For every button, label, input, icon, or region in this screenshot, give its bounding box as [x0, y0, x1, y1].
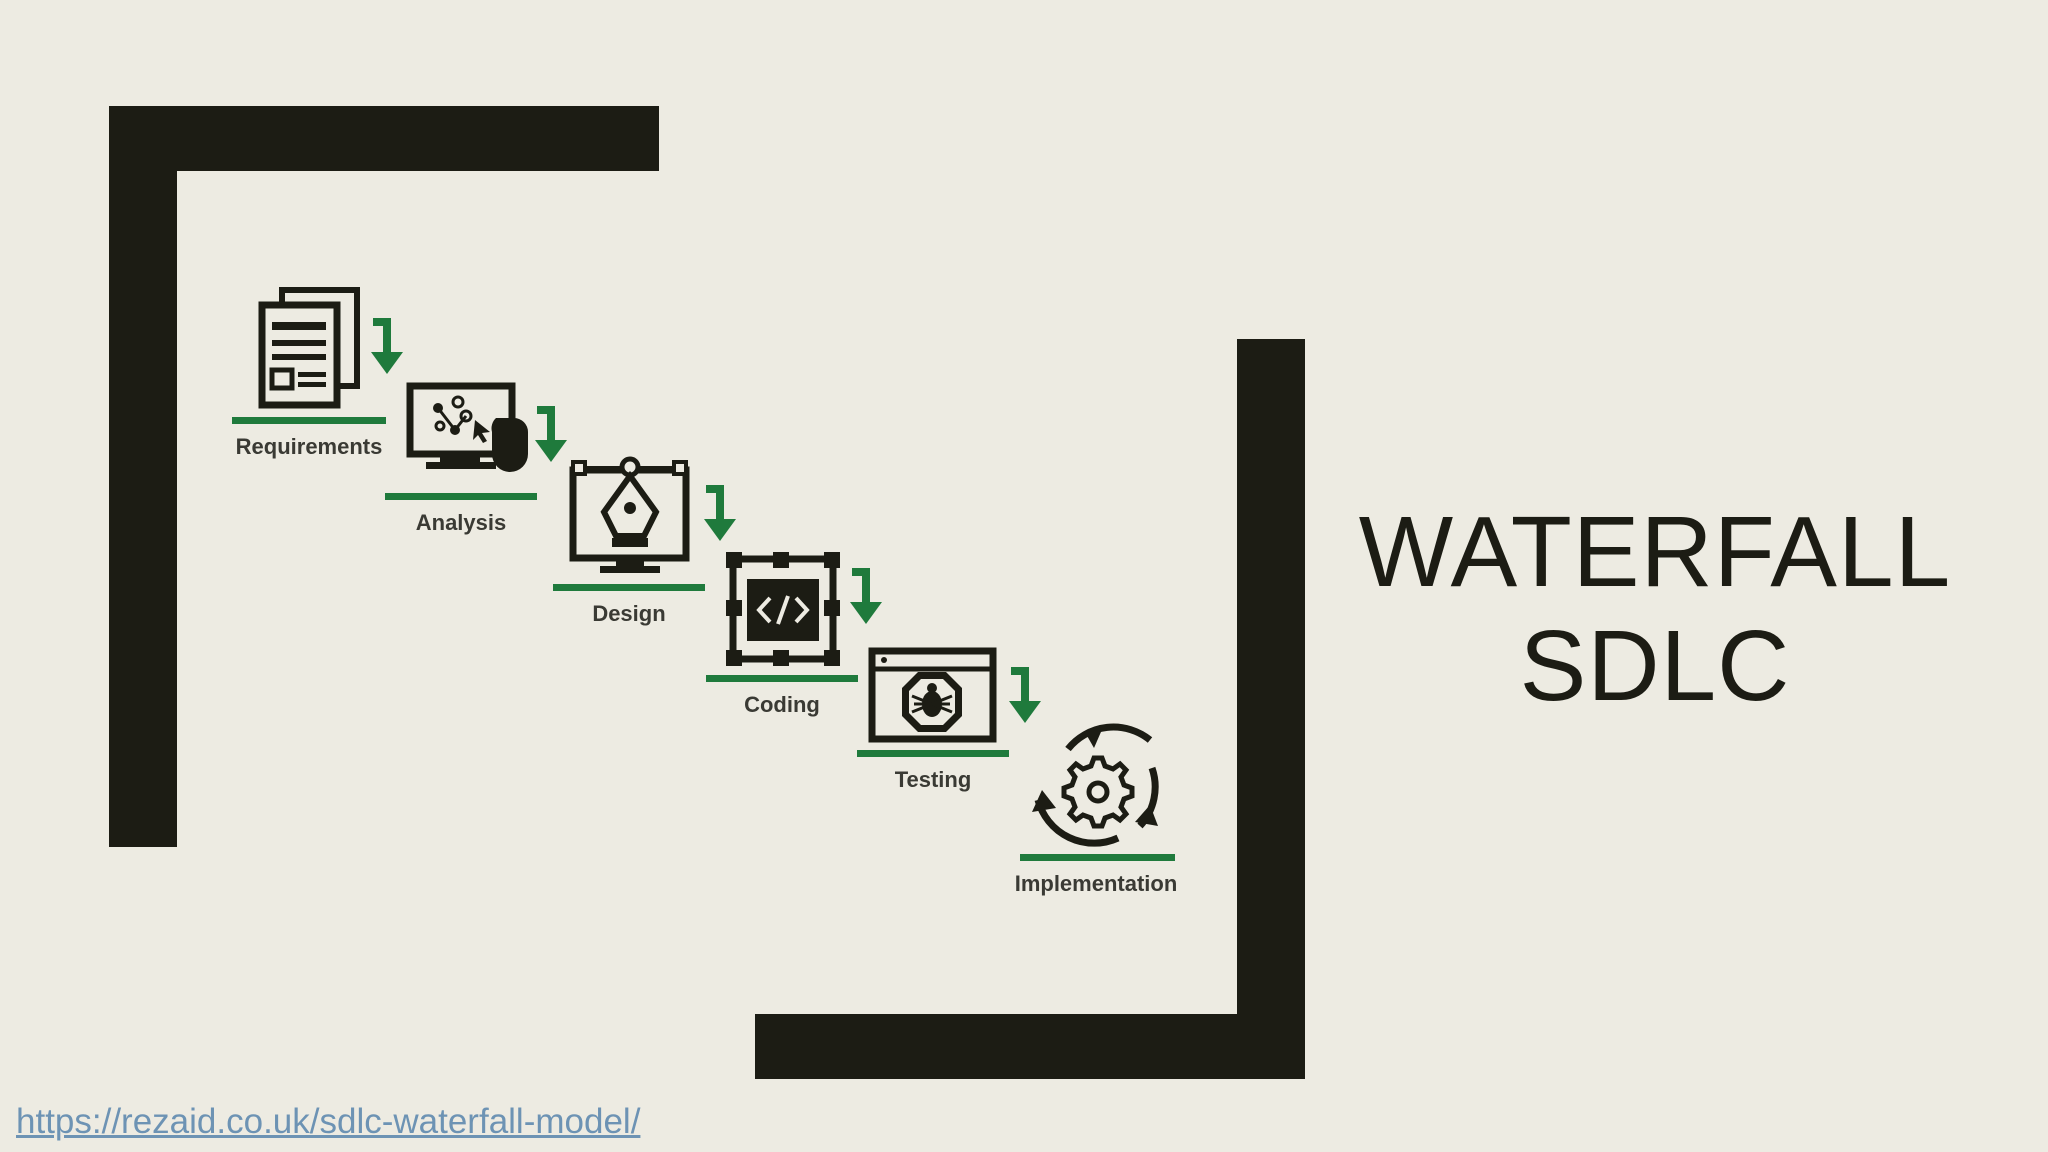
step-label: Design — [592, 601, 665, 626]
gear-cycle-icon — [1032, 723, 1159, 847]
frame-bottom-right-vertical — [1237, 339, 1305, 1079]
step-underline — [385, 493, 537, 500]
flow-arrow-3 — [704, 489, 736, 541]
monitor-analysis-icon — [406, 382, 528, 472]
step-testing: Testing — [857, 647, 1009, 792]
code-icon — [726, 552, 840, 666]
step-underline — [232, 417, 386, 424]
document-icon — [258, 287, 360, 409]
step-label: Implementation — [1015, 871, 1178, 896]
step-label: Coding — [744, 692, 820, 717]
frame-top-left-vertical — [109, 106, 177, 847]
step-label: Requirements — [236, 434, 383, 459]
frame-top-left-horizontal — [109, 106, 659, 171]
step-underline — [857, 750, 1009, 757]
flow-arrow-4 — [850, 572, 882, 624]
flow-arrow-2 — [535, 410, 567, 462]
title-line-waterfall: WATERFALL — [1358, 496, 1952, 608]
step-underline — [553, 584, 705, 591]
step-label: Analysis — [416, 510, 507, 535]
flow-arrow-1 — [371, 322, 403, 374]
step-label: Testing — [895, 767, 972, 792]
frame-bottom-right-horizontal — [755, 1014, 1305, 1079]
step-coding: Coding — [706, 552, 858, 717]
step-requirements: Requirements — [232, 287, 386, 459]
slide-title: WATERFALL SDLC — [1340, 495, 1970, 723]
step-design: Design — [553, 456, 705, 626]
title-line-sdlc: SDLC — [1519, 610, 1791, 722]
source-link[interactable]: https://rezaid.co.uk/sdlc-waterfall-mode… — [16, 1102, 641, 1141]
design-pen-icon — [569, 456, 690, 573]
step-underline — [706, 675, 858, 682]
flow-arrow-5 — [1009, 671, 1041, 723]
bug-icon — [868, 647, 997, 743]
step-analysis: Analysis — [385, 382, 537, 535]
step-underline — [1020, 854, 1175, 861]
step-implementation: Implementation — [1015, 723, 1178, 896]
